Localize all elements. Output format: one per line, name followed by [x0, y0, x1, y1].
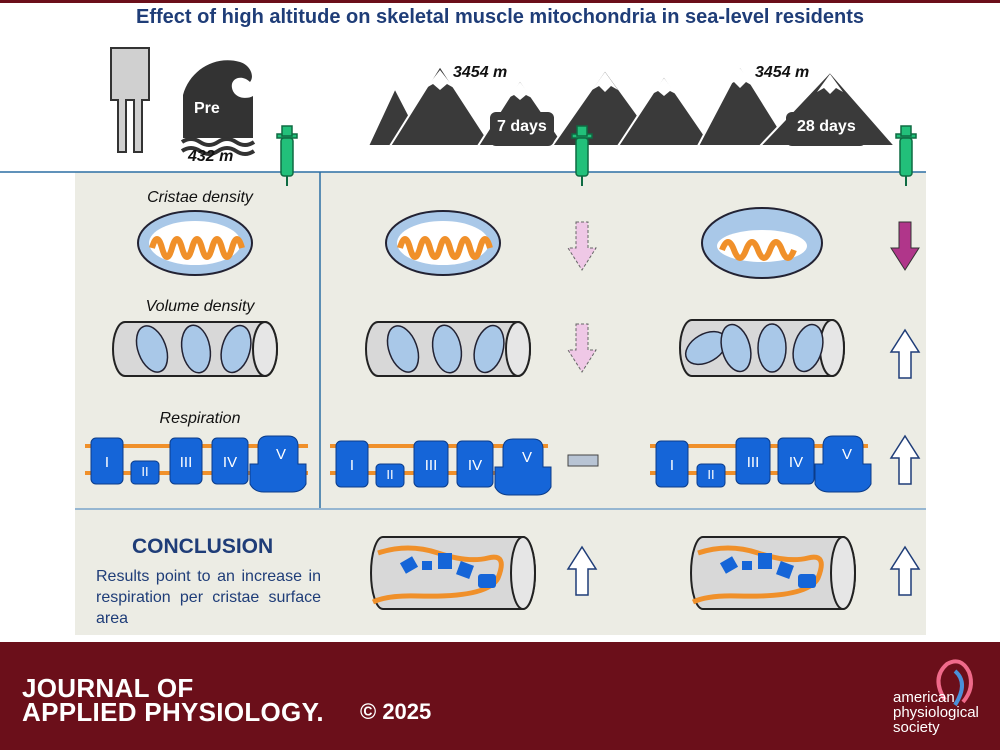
complex-v	[249, 435, 307, 493]
complex-iii	[413, 440, 449, 488]
increase-arrow	[566, 545, 598, 596]
muscle-fiber-pre	[112, 321, 278, 377]
pre-altitude: 432 m	[188, 148, 234, 165]
pre-label: Pre	[194, 100, 220, 117]
increase-arrow	[889, 545, 921, 596]
decrease-arrow-dark	[890, 221, 920, 271]
volume-density-label: Volume density	[145, 298, 255, 315]
syringe-icon	[276, 125, 298, 186]
day-badge-7	[490, 112, 554, 146]
syringe-icon	[895, 125, 917, 186]
mitochondrion-7days	[385, 210, 501, 276]
complex-label: III	[746, 454, 760, 471]
complex-label: III	[179, 454, 193, 471]
journal-footer	[0, 642, 1000, 750]
complex-label: IV	[467, 457, 483, 474]
day-badge-28	[786, 112, 866, 146]
duration-label-1: 7 days	[497, 118, 547, 135]
journal-name-line1: JOURNAL OF	[22, 673, 194, 703]
conclusion-text: Results point to an increase in respirat…	[96, 568, 321, 627]
conclusion-title: CONCLUSION	[132, 535, 274, 558]
complex-label: V	[841, 446, 852, 463]
copyright-notice: © 2025	[360, 699, 432, 724]
decrease-arrow-light	[567, 323, 597, 373]
complex-label: I	[349, 457, 355, 474]
complex-label: II	[141, 464, 149, 479]
altitude-label-2: 3454 m	[755, 64, 810, 81]
decrease-arrow-light	[567, 221, 597, 271]
altitude-label-1: 3454 m	[453, 64, 508, 81]
complex-label: IV	[222, 454, 238, 471]
complex-i	[90, 437, 124, 485]
complex-i	[655, 440, 689, 488]
complex-ii	[130, 460, 160, 485]
syringe-icon	[571, 125, 593, 186]
complex-v	[494, 438, 552, 496]
complex-label: II	[707, 467, 715, 482]
society-name: american physiological society	[893, 689, 979, 736]
complex-label: I	[104, 454, 110, 471]
complex-iii	[169, 437, 203, 485]
mitochondrion-pre	[137, 210, 253, 276]
complex-label: I	[669, 457, 675, 474]
page-title: Effect of high altitude on skeletal musc…	[136, 6, 864, 28]
complex-iii	[735, 437, 771, 485]
complex-iv	[211, 437, 249, 485]
complex-ii	[696, 463, 726, 488]
conclusion-fiber-28days	[690, 536, 856, 610]
complex-ii	[375, 463, 405, 488]
increase-arrow	[889, 328, 921, 379]
complex-label: V	[521, 449, 532, 466]
complex-label: III	[424, 457, 438, 474]
complex-v	[814, 435, 872, 493]
journal-name-line2: APPLIED PHYSIOLOGY.	[22, 697, 324, 727]
no-change-indicator	[567, 454, 599, 467]
complex-label: V	[275, 446, 286, 463]
respiration-label: Respiration	[159, 410, 241, 427]
muscle-fiber-28days	[679, 319, 845, 377]
complex-iv	[456, 440, 494, 488]
complex-i	[335, 440, 369, 488]
complex-iv	[777, 437, 815, 485]
conclusion-fiber-7days	[370, 536, 536, 610]
snow-caps	[426, 68, 843, 100]
complex-label: II	[386, 467, 394, 482]
muscle-fiber-7days	[365, 321, 531, 377]
duration-label-2: 28 days	[797, 118, 856, 135]
complex-label: IV	[788, 454, 804, 471]
sea-wave-icon	[180, 60, 256, 156]
cristae-density-label: Cristae density	[147, 189, 253, 206]
top-border	[0, 0, 1000, 3]
increase-arrow	[889, 434, 921, 485]
person-icon	[110, 47, 150, 153]
mitochondrion-28days	[701, 207, 823, 279]
